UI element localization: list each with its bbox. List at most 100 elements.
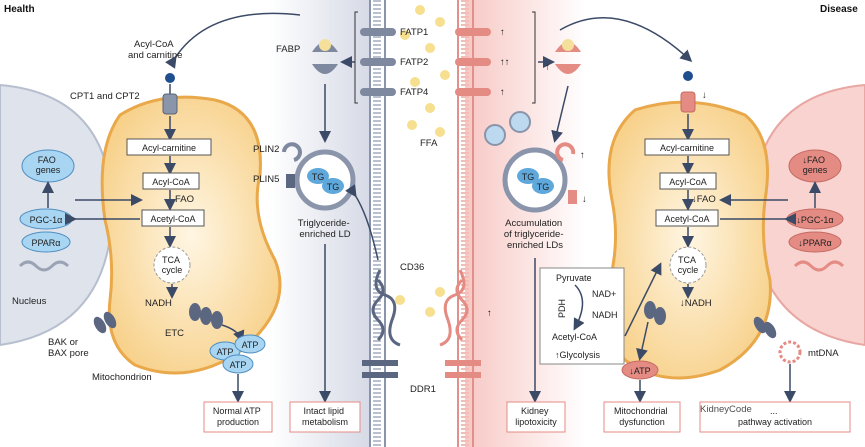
acetyl-coa-disease-text: Acetyl-CoA <box>664 214 709 224</box>
fatp1-label: FATP1 <box>400 27 428 38</box>
plin5-label: PLIN5 <box>253 174 279 185</box>
ffa-label: FFA <box>420 138 438 149</box>
mito-dysfunction-text: Mitochondrial dysfunction <box>614 406 670 427</box>
tg-health-2 <box>322 178 344 194</box>
tg-health-1 <box>307 168 329 184</box>
fatp2-up: ↑↑ <box>500 57 510 68</box>
acetyl-coa-text: Acetyl-CoA <box>150 214 195 224</box>
acyl-carnitine-box <box>126 138 212 156</box>
acetyl-coa-box <box>141 209 205 227</box>
fatp4-label: FATP4 <box>400 87 428 98</box>
arrow-pyruvate-acetylcoa <box>573 284 585 331</box>
tg-disease-1-text: TG <box>522 172 535 182</box>
pathway-activation-text: ... pathway activation <box>738 406 812 427</box>
atp-2 <box>234 334 266 354</box>
mito-dysfunction-box <box>603 401 681 433</box>
acetyl-coa-glyco-text: Acetyl-CoA <box>552 332 597 342</box>
fatp1-up: ↑ <box>500 27 505 38</box>
carnitine-dot <box>165 73 175 83</box>
cpt-label: CPT1 and CPT2 <box>70 91 140 102</box>
acyl-carnitine-text: Acyl-carnitine <box>142 143 196 153</box>
fabp-label: FABP <box>276 44 300 55</box>
pgc1a-disease-text: ↓PGC-1α <box>796 215 833 225</box>
lipid-vesicles <box>484 111 531 146</box>
tg-disease-2-text: TG <box>537 182 550 192</box>
fao-label: FAO <box>175 194 194 205</box>
disease-membrane-shade <box>465 0 585 447</box>
health-header: Health <box>4 4 35 15</box>
fabp-health <box>312 39 338 74</box>
intact-lipid-box <box>289 401 361 433</box>
bak-label: BAK or BAX pore <box>48 337 89 359</box>
atp-disease <box>621 360 659 380</box>
mtdna-label: mtDNA <box>808 348 839 359</box>
pyruvate-text: Pyruvate <box>556 273 592 283</box>
arrow-cd36-ld <box>345 184 379 261</box>
acyl-carnitine-box-disease <box>644 138 730 156</box>
acetyl-coa-box-disease <box>655 209 719 227</box>
acyl-coa-carnitine-label: Acyl-CoA and carnitine <box>128 39 182 61</box>
tca-health-text: TCA cycle <box>162 255 183 275</box>
nadh-disease-label: ↓NADH <box>680 298 712 309</box>
arrow-fabp-ld-disease <box>551 85 569 143</box>
fabp-disease-up: ↑ <box>545 62 550 73</box>
bak-bax-pore <box>93 311 117 334</box>
ppara-health-text: PPARα <box>31 238 60 248</box>
arrow-fabp-to-acylcoa <box>165 12 301 69</box>
arrow-fabp-acylcoa-disease <box>559 17 693 63</box>
mtdna-circle <box>778 340 802 364</box>
kidney-lipotoxicity-text: Kidney lipotoxicity <box>515 406 557 427</box>
etc-complex <box>189 303 223 329</box>
fao-genes-disease-text: ↓FAO genes <box>802 155 827 175</box>
tg-disease-2 <box>532 178 554 194</box>
tg-disease-1 <box>517 168 539 184</box>
atp-2-text: ATP <box>242 340 259 350</box>
acyl-coa-box-disease <box>659 172 717 190</box>
ddr1-label: DDR1 <box>410 384 436 395</box>
mitochondrion-label: Mitochondrion <box>92 372 152 383</box>
cd36-disease <box>439 269 469 347</box>
carnitine-dot-disease <box>683 71 693 81</box>
cpt-disease-down: ↓ <box>702 90 707 101</box>
mtdna-pore <box>753 316 777 339</box>
acyl-coa-disease-text: Acyl-CoA <box>669 177 707 187</box>
plin2-label: PLIN2 <box>253 144 279 155</box>
dna-health <box>18 260 70 272</box>
atp-disease-text: ↓ATP <box>629 366 650 376</box>
accum-label: Accumulation of triglyceride- enriched L… <box>504 218 566 251</box>
tg-health-1-text: TG <box>312 172 325 182</box>
tg-ld-label: Triglyceride- enriched LD <box>298 218 353 240</box>
pdh-text: PDH <box>557 299 567 318</box>
health-membrane <box>369 0 386 447</box>
fao-disease-label: ↓FAO <box>692 194 716 205</box>
etc-complex-disease <box>644 301 666 325</box>
plin2-disease <box>555 142 576 162</box>
nucleus-label: Nucleus <box>12 296 47 307</box>
nad-plus-text: NAD+ <box>592 289 616 299</box>
cd36-health <box>371 269 401 347</box>
acyl-carnitine-disease-text: Acyl-carnitine <box>660 143 714 153</box>
arrow-glyco-tca <box>624 262 662 337</box>
ppara-disease <box>788 231 842 253</box>
ppara-disease-text: ↓PPARα <box>798 238 832 248</box>
ffa-particles <box>395 5 450 317</box>
cd36-label: CD36 <box>400 262 424 273</box>
kidney-lipotoxicity-box <box>506 401 566 433</box>
watermark-text: KidneyCode <box>700 404 752 415</box>
cpt-transporter <box>162 93 178 115</box>
arrow-etc-atp-disease <box>636 321 649 361</box>
nadh-box-text: NADH <box>592 310 618 320</box>
cpt-transporter-disease <box>680 91 696 113</box>
nadh-label: NADH <box>145 298 172 309</box>
normal-atp-text: Normal ATP production <box>213 406 263 427</box>
pathway-activation-box <box>699 401 851 433</box>
plin5-protein <box>286 174 295 188</box>
tca-cycle-disease <box>669 246 707 284</box>
acyl-coa-text: Acyl-CoA <box>152 177 190 187</box>
cd36-up: ↑ <box>487 308 492 319</box>
atp-3 <box>222 354 254 374</box>
acyl-coa-box <box>142 172 200 190</box>
tca-disease-text: TCA cycle <box>678 255 699 275</box>
